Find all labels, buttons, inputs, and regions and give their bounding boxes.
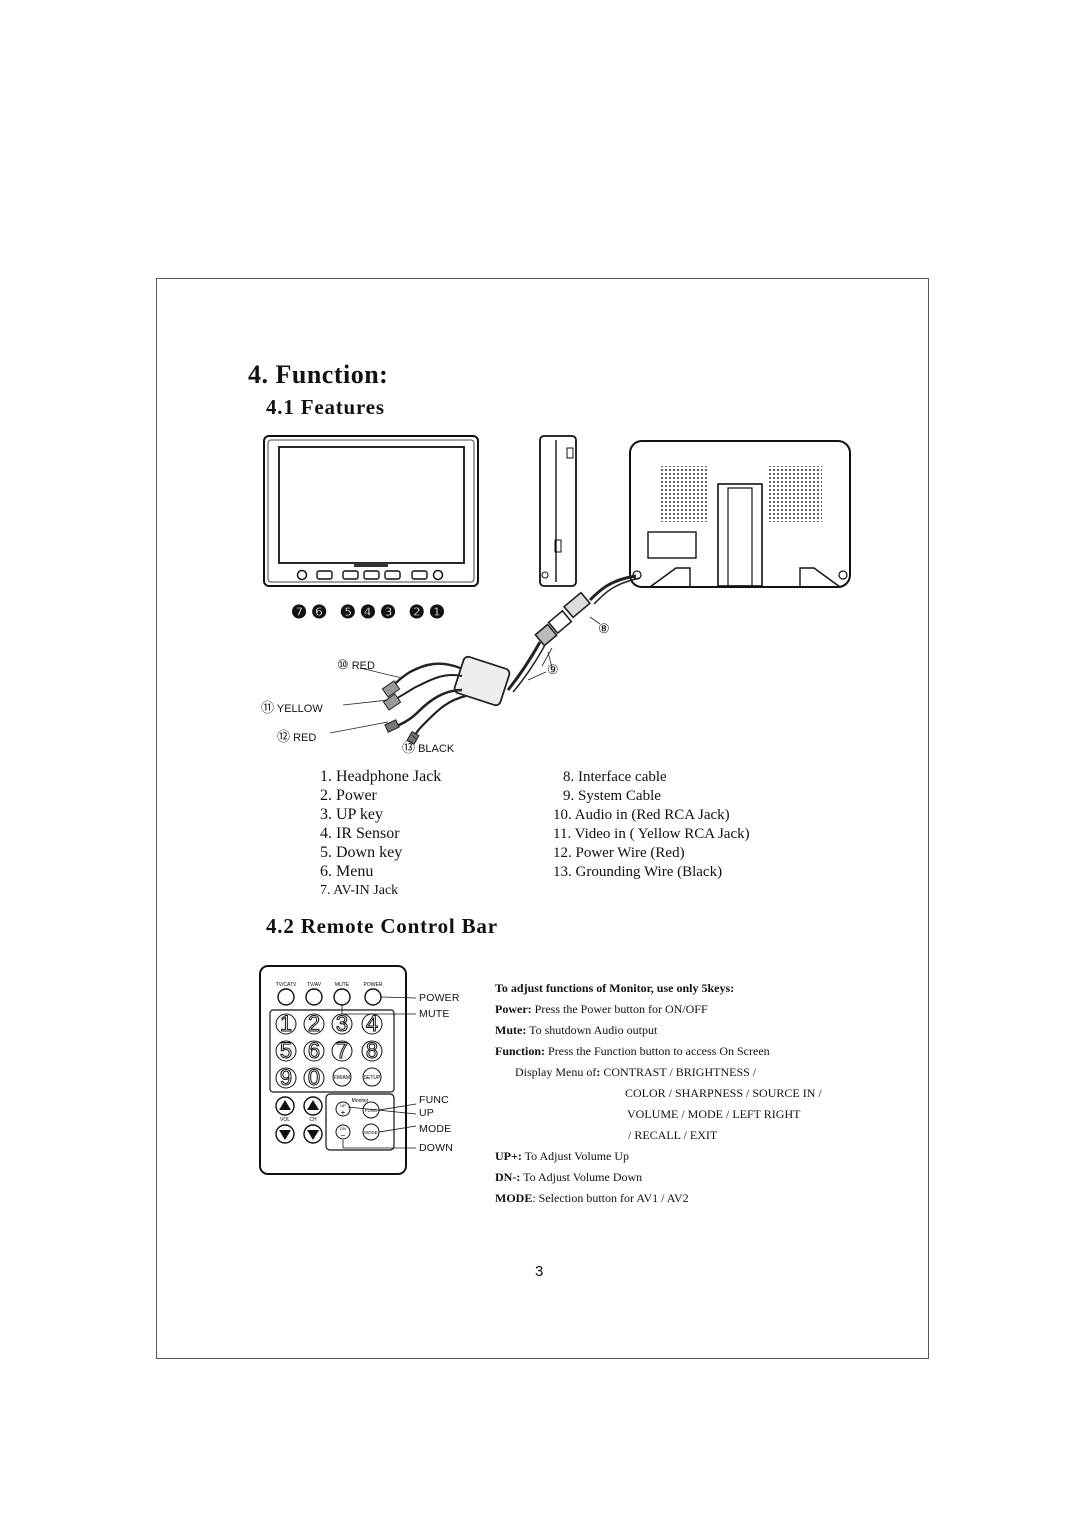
tvcatv-button (277, 988, 295, 1006)
digit-5: 5 (280, 1038, 292, 1063)
feature-item: 3. UP key (320, 806, 383, 823)
features-title: 4.1 Features (266, 395, 385, 419)
cable-label-10: ⑩ RED (337, 657, 375, 672)
minus-label: − (341, 1131, 346, 1140)
setup-button: SETUP (364, 1075, 381, 1081)
feature-item: 1. Headphone Jack (320, 768, 442, 785)
callout-up: UP (419, 1107, 434, 1119)
callout-mute: MUTE (419, 1008, 450, 1020)
button-number-badges: ❼❻ ❺❹❸ ❷❶ (291, 602, 449, 622)
monitor-label: Monitor (352, 1098, 369, 1104)
digit-6: 6 (308, 1038, 320, 1063)
desc-display-items-2: COLOR / SHARPNESS / SOURCE IN / (625, 1086, 822, 1100)
remote-title: 4.2 Remote Control Bar (266, 914, 498, 938)
btn-label-mute: MUTE (335, 982, 350, 988)
digit-4: 4 (366, 1011, 378, 1036)
feature-item: 10. Audio in (Red RCA Jack) (553, 807, 730, 823)
func-button: FUNC (365, 1108, 378, 1113)
feature-item: 5. Down key (320, 844, 403, 861)
digit-3: 3 (336, 1011, 348, 1036)
callout-func: FUNC (419, 1094, 449, 1106)
callout-power: POWER (419, 992, 460, 1004)
desc-up: UP+: To Adjust Volume Up (495, 1149, 630, 1163)
digit-8: 8 (366, 1038, 378, 1063)
callout-mode: MODE (419, 1123, 452, 1135)
cable-label-11: ⑪ YELLOW (261, 700, 323, 715)
desc-heading: To adjust functions of Monitor, use only… (495, 981, 735, 995)
btn-label-tvav: TV/AV (307, 982, 322, 988)
digit-7: 7 (336, 1038, 348, 1063)
plus-label: + (341, 1108, 346, 1117)
desc-dn: DN-: To Adjust Volume Down (495, 1170, 643, 1184)
tvav-button (305, 988, 323, 1006)
callout-9: ⑨ (547, 662, 559, 677)
monitor-illustration (263, 435, 851, 746)
desc-display-items-3: VOLUME / MODE / LEFT RIGHT (627, 1107, 801, 1121)
feature-item: 13. Grounding Wire (Black) (553, 864, 723, 880)
vol-label: VOL (280, 1117, 290, 1123)
desc-mute: Mute: To shutdown Audio output (495, 1023, 658, 1037)
feature-item: 12. Power Wire (Red) (553, 845, 685, 861)
desc-display-menu: Display Menu of: CONTRAST / BRIGHTNESS / (515, 1065, 757, 1079)
dn-button: DN (340, 1126, 346, 1131)
feature-item: 2. Power (320, 787, 377, 804)
interface-cable (506, 574, 641, 693)
vol-down-icon (279, 1130, 291, 1140)
fmam-button: FM/AM (334, 1075, 350, 1081)
feature-item: 8. Interface cable (563, 769, 667, 785)
remote-illustration: TV/CATV TV/AV MUTE POWER 1 2 3 4 5 6 7 8… (259, 965, 417, 1175)
remote-description: To adjust functions of Monitor, use only… (495, 978, 822, 1209)
callout-8: ⑧ (598, 621, 610, 636)
feature-item: 4. IR Sensor (320, 825, 400, 842)
cable-label-13: ⑬ BLACK (402, 740, 455, 755)
feature-item: 11. Video in ( Yellow RCA Jack) (553, 826, 750, 842)
digit-1: 1 (280, 1011, 292, 1036)
feature-item: 9. System Cable (563, 788, 661, 804)
callout-down: DOWN (419, 1142, 454, 1154)
feature-item: 7. AV-IN Jack (320, 883, 399, 898)
monitor-side (539, 435, 577, 587)
section-title: 4. Function: (248, 360, 389, 389)
ch-up-icon (307, 1100, 319, 1110)
mode-button: MODE (364, 1130, 378, 1135)
monitor-front (263, 435, 479, 587)
features-list-left: 1. Headphone Jack 2. Power 3. UP key 4. … (320, 767, 441, 900)
ch-label: CH (309, 1117, 317, 1123)
breakout-box (329, 655, 547, 746)
digit-2: 2 (308, 1011, 320, 1036)
feature-item: 6. Menu (320, 863, 374, 880)
ch-down-icon (307, 1130, 319, 1140)
desc-function: Function: Press the Function button to a… (495, 1044, 770, 1058)
digit-0: 0 (308, 1065, 320, 1090)
btn-label-tvcatv: TV/CATV (276, 982, 297, 988)
btn-label-power: POWER (364, 982, 383, 988)
desc-display-items-4: / RECALL / EXIT (628, 1128, 718, 1142)
monitor-back (629, 440, 851, 588)
features-list-right: 8. Interface cable 9. System Cable 10. A… (553, 768, 789, 882)
up-button: UP (340, 1103, 346, 1108)
desc-power: Power: Press the Power button for ON/OFF (495, 1002, 708, 1016)
vol-up-icon (279, 1100, 291, 1110)
cable-label-12: ⑫ RED (277, 729, 317, 744)
digit-9: 9 (280, 1065, 292, 1090)
desc-mode: MODE: Selection button for AV1 / AV2 (495, 1191, 689, 1205)
page-number: 3 (535, 1263, 544, 1280)
page-frame (156, 278, 929, 1359)
